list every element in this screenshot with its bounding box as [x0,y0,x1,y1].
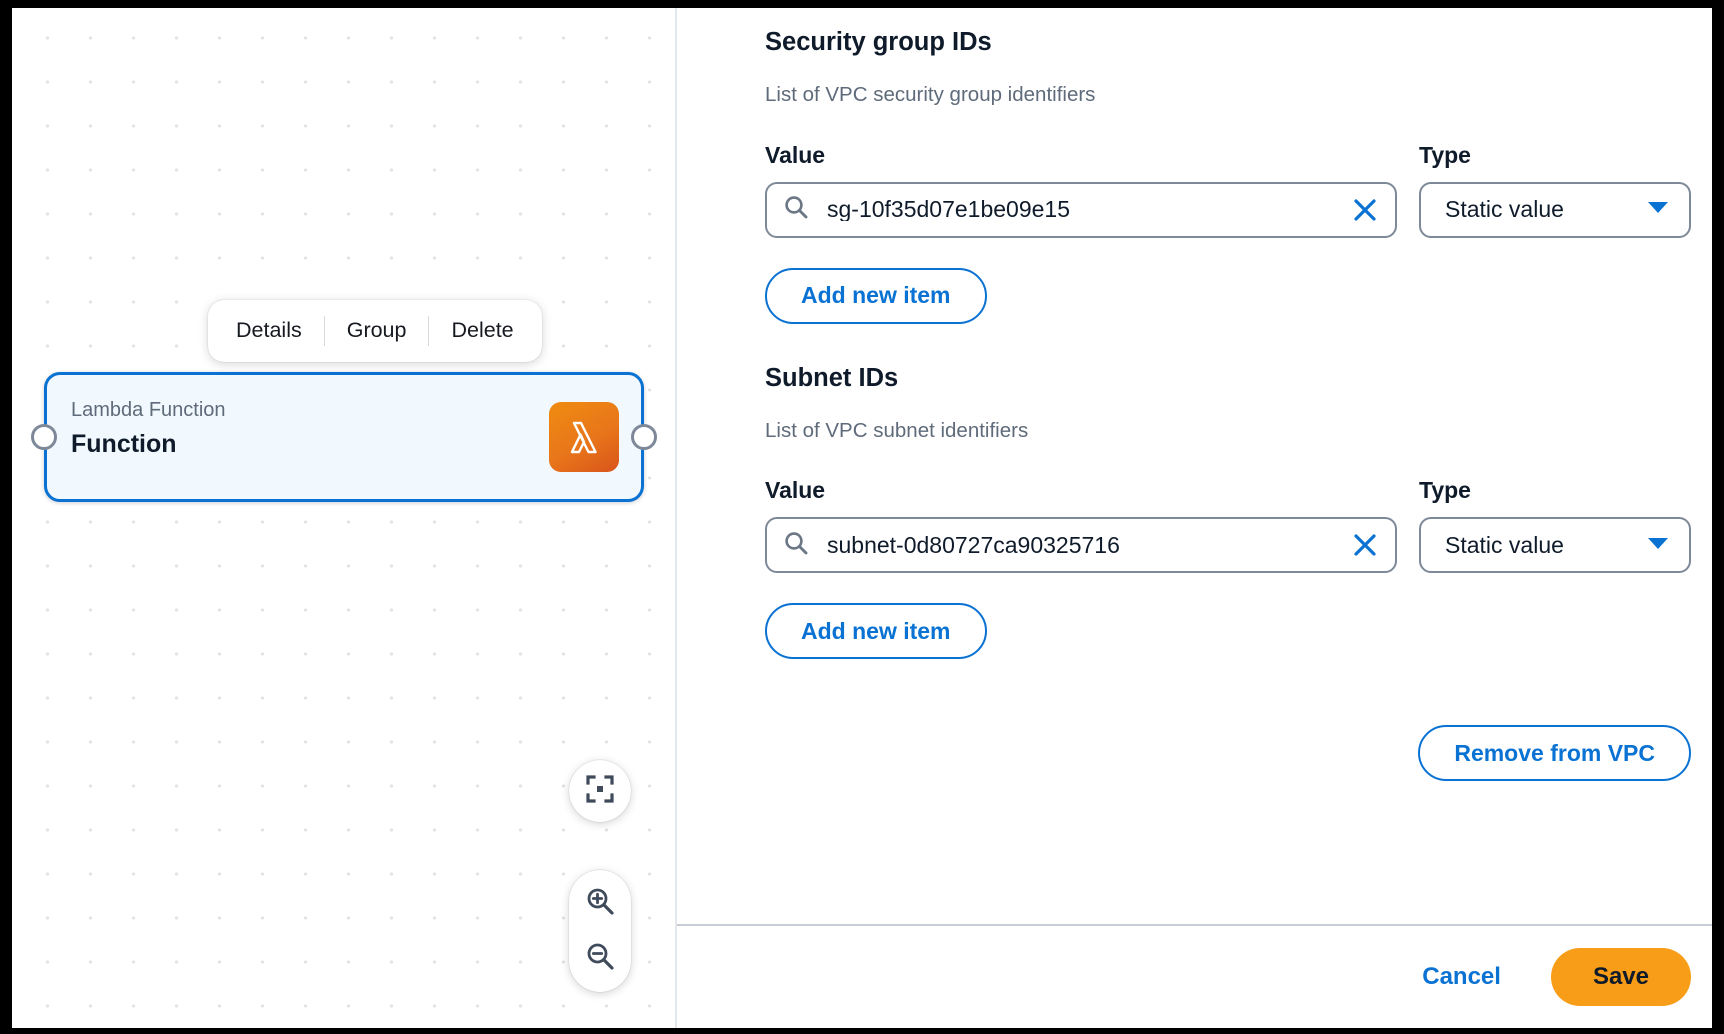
search-icon [783,194,809,225]
subnet-value-text: subnet-0d80727ca90325716 [827,533,1120,557]
node-handle-left[interactable] [31,424,57,450]
value-label: Value [765,477,826,504]
search-icon [783,530,809,561]
value-column: Value subnet-0d80727ca90325716 [765,476,1397,574]
fit-to-view-icon [585,774,615,809]
subnet-type-select[interactable]: Static value [1419,517,1691,574]
node-type-label: Lambda Function [71,399,226,421]
section-subnet-ids: Subnet IDs List of VPC subnet identifier… [765,362,1691,660]
node-context-toolbar[interactable]: Details Group Delete [208,300,542,362]
toolbar-divider [323,316,325,346]
type-column: Type Static value [1419,476,1691,574]
node-toolbar-group[interactable]: Group [346,318,407,343]
section-title: Subnet IDs [765,363,899,392]
zoom-controls[interactable] [569,870,631,992]
type-label: Type [1419,141,1471,168]
security-group-type-select[interactable]: Static value [1419,181,1691,238]
remove-from-vpc-button[interactable]: Remove from VPC [1418,725,1691,782]
subnet-value-input[interactable]: subnet-0d80727ca90325716 [765,517,1397,574]
zoom-out-icon [584,940,616,977]
save-button[interactable]: Save [1550,948,1691,1006]
node-title: Function [71,430,177,458]
app-root: Details Group Delete Lambda Function Fun… [12,8,1712,1028]
zoom-in-button[interactable] [584,885,616,922]
chevron-down-icon [1647,200,1669,219]
field-row: Value sg-10f35d07e1be09e15 [765,141,1691,238]
section-description: List of VPC subnet identifiers [765,418,1029,442]
properties-panel: Security group IDs List of VPC security … [677,8,1712,1028]
security-group-value-input[interactable]: sg-10f35d07e1be09e15 [765,181,1397,238]
panel-footer: Cancel Save [677,924,1712,1028]
panel-body: Security group IDs List of VPC security … [677,8,1712,924]
section-title: Security group IDs [765,28,992,56]
node-toolbar-details[interactable]: Details [236,318,302,343]
toolbar-divider [428,316,430,346]
add-new-item-button-subnets[interactable]: Add new item [765,603,987,660]
zoom-in-icon [584,885,616,922]
flow-canvas[interactable]: Details Group Delete Lambda Function Fun… [12,8,677,1028]
node-handle-right[interactable] [631,424,657,450]
subnet-type-value: Static value [1445,531,1564,558]
value-column: Value sg-10f35d07e1be09e15 [765,141,1397,238]
type-label: Type [1419,477,1471,504]
field-row: Value subnet-0d80727ca90325716 [765,476,1691,574]
security-group-type-value: Static value [1445,196,1564,223]
node-toolbar-delete[interactable]: Delete [451,318,514,343]
lambda-function-node[interactable]: Lambda Function Function [31,372,657,502]
clear-icon[interactable] [1351,196,1379,224]
node-label-group: Lambda Function Function [71,397,226,461]
fit-to-view-button[interactable] [569,760,631,822]
security-group-value-text: sg-10f35d07e1be09e15 [827,198,1071,222]
cancel-button[interactable]: Cancel [1408,955,1515,999]
remove-from-vpc-wrap: Remove from VPC [765,725,1691,782]
add-new-item-wrap: Add new item [765,603,1691,660]
type-column: Type Static value [1419,141,1691,238]
aws-lambda-icon [549,402,619,472]
clear-icon[interactable] [1351,531,1379,559]
chevron-down-icon [1647,536,1669,555]
section-security-group-ids: Security group IDs List of VPC security … [765,26,1691,324]
value-label: Value [765,141,826,168]
add-new-item-button-security-groups[interactable]: Add new item [765,267,987,324]
add-new-item-wrap: Add new item [765,267,1691,324]
section-description: List of VPC security group identifiers [765,83,1096,107]
zoom-out-button[interactable] [584,940,616,977]
